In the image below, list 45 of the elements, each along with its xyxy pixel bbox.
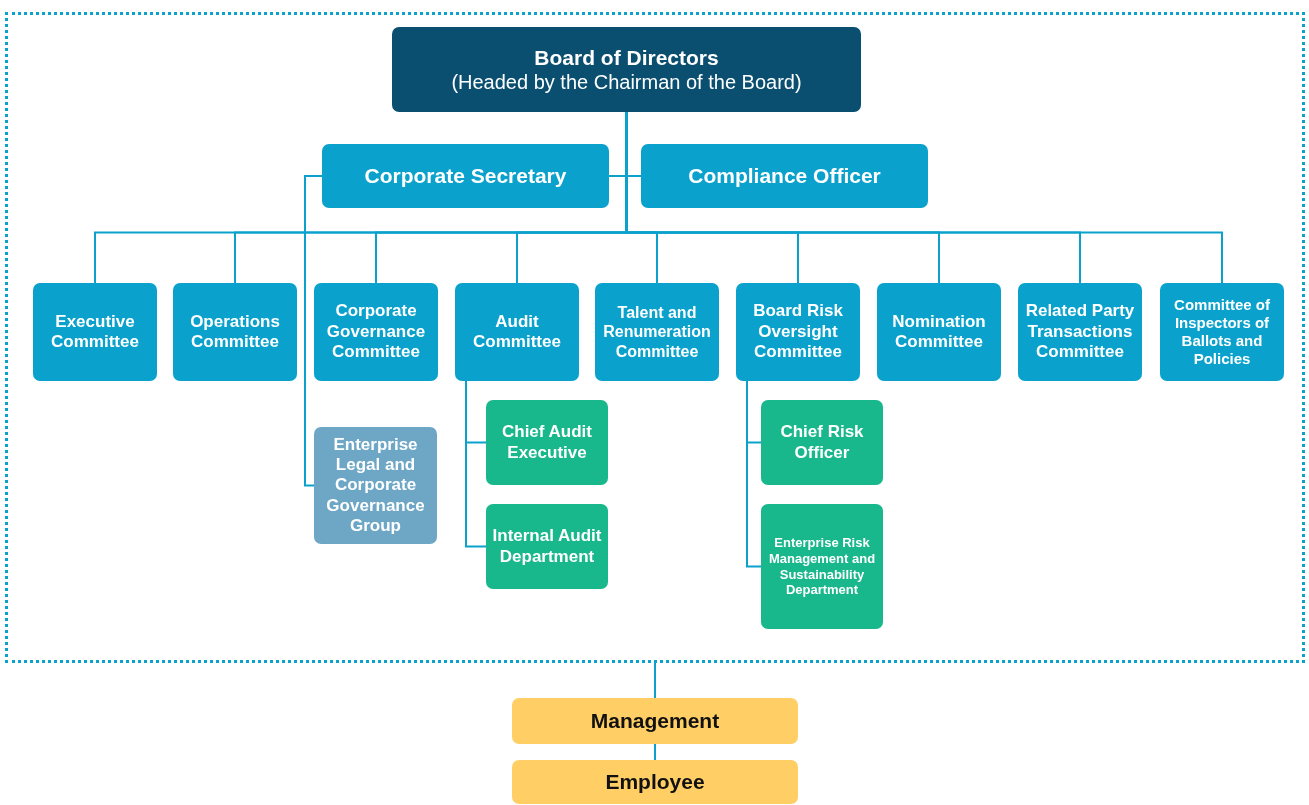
node-title: Nomination Committee [891, 311, 987, 353]
node-title: Chief Risk Officer [779, 422, 865, 463]
node-title: Enterprise Legal and Corporate Governance Group [325, 434, 426, 537]
role-box [641, 144, 928, 208]
node-title: Talent and Renumeration Committee [602, 303, 712, 361]
node-title: Committee of Inspectors of Ballots and Policies [1173, 296, 1271, 368]
committee-box [1160, 283, 1284, 381]
node-title: Related Party Transactions Committee [1024, 301, 1136, 363]
unit-box [761, 400, 883, 485]
node-title: Operations Committee [189, 311, 281, 353]
node-title: Executive Committee [50, 311, 140, 353]
node-title: Board of Directors [534, 44, 719, 71]
region-frame [5, 12, 1305, 663]
node-title: Corporate Secretary [364, 163, 567, 189]
unit-box [761, 504, 883, 629]
connector-line [304, 175, 323, 487]
node-title: Audit Committee [472, 311, 562, 353]
connector-line [654, 662, 656, 699]
committee-box [877, 283, 1001, 381]
node-title: Board Risk Oversight Committee [752, 301, 844, 363]
committee-box [736, 283, 860, 381]
node-title: Corporate Governance Committee [325, 301, 427, 363]
unit-box [486, 504, 608, 589]
committee-box [314, 283, 438, 381]
node-title: Management [590, 708, 720, 734]
committee-box [1018, 283, 1142, 381]
node-subtitle: (Headed by the Chairman of the Board) [451, 70, 802, 95]
role-box [322, 144, 609, 208]
node-title: Internal Audit Department [491, 526, 603, 567]
connector-line [465, 380, 487, 548]
node-title: Chief Audit Executive [501, 422, 593, 463]
connector-line [746, 380, 762, 568]
committee-box [455, 283, 579, 381]
node-title: Enterprise Risk Management and Sustainability Department [767, 535, 877, 598]
node-title: Employee [605, 769, 705, 795]
level-box [512, 760, 798, 804]
connector-line [654, 743, 656, 761]
unit-box [486, 400, 608, 485]
committee-box [595, 283, 719, 381]
board-box [392, 27, 861, 112]
node-title: Compliance Officer [688, 163, 881, 189]
group-box [314, 427, 437, 544]
committee-box [33, 283, 157, 381]
level-box [512, 698, 798, 744]
committee-box [173, 283, 297, 381]
